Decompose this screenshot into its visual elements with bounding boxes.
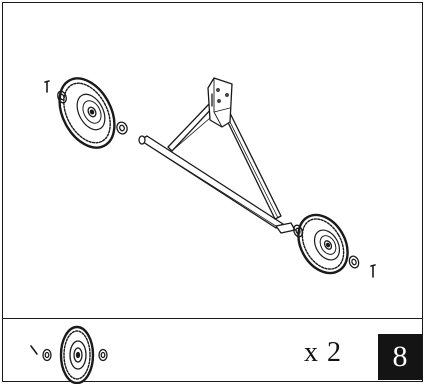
section-divider bbox=[2, 318, 423, 319]
washer-icon bbox=[293, 224, 303, 238]
wheel-icon bbox=[58, 77, 116, 149]
wheel-icon bbox=[59, 325, 95, 384]
step-number-badge: 8 bbox=[378, 334, 422, 380]
pin-icon bbox=[30, 345, 38, 355]
pin-icon bbox=[370, 264, 376, 278]
step-number: 8 bbox=[392, 340, 408, 373]
wheel-icon bbox=[297, 213, 349, 275]
page-frame bbox=[2, 2, 423, 382]
pin-icon bbox=[44, 80, 50, 93]
parts-kit-icon bbox=[30, 325, 108, 384]
washer-icon bbox=[57, 90, 67, 104]
stabilizer-frame-icon bbox=[138, 77, 296, 234]
washer-icon bbox=[98, 348, 108, 362]
quantity-label: x 2 bbox=[304, 337, 342, 368]
washer-icon bbox=[348, 255, 360, 269]
washer-icon bbox=[42, 348, 52, 362]
assembly-illustration bbox=[44, 77, 376, 278]
washer-icon bbox=[116, 121, 128, 135]
